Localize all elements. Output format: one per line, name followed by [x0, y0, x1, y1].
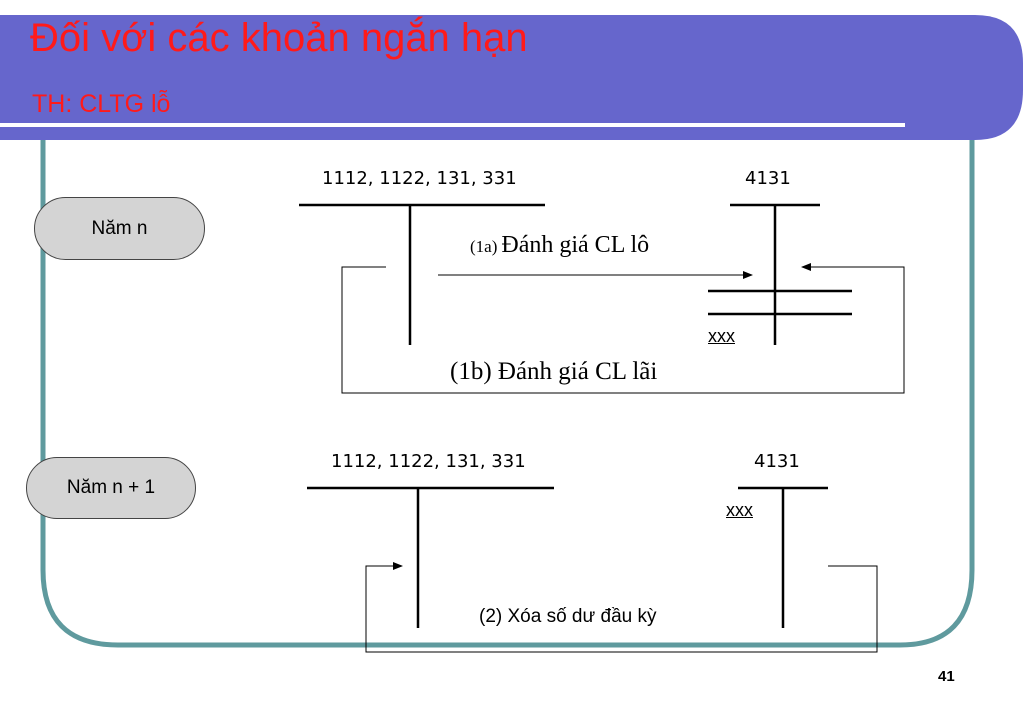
page-number: 41: [938, 668, 955, 685]
entry-2-label: (2) Xóa số dư đầu kỳ: [479, 606, 657, 627]
entry-1b-label: (1b) Đánh giá CL lãi: [450, 358, 658, 385]
account-label-left-n1: 1112, 1122, 131, 331: [331, 451, 526, 472]
loop-2: [365, 562, 878, 653]
account-label-left-n: 1112, 1122, 131, 331: [322, 168, 517, 189]
pill-year-n1: Năm n + 1: [26, 457, 196, 519]
account-label-right-n1: 4131: [754, 451, 800, 472]
t-account-left-n: [299, 203, 545, 345]
entry-1a-text: Đánh giá CL lô: [501, 232, 650, 258]
account-label-right-n: 4131: [745, 168, 791, 189]
slide-title: Đối với các khoản ngắn hạn: [30, 16, 528, 60]
title-banner: [0, 15, 1023, 140]
entry-1a-prefix: (1a): [470, 237, 498, 256]
t-account-left-n1: [307, 486, 554, 628]
loop-1b: [341, 263, 905, 394]
teal-frame: [40, 130, 975, 648]
balance-xxx-n: xxx: [708, 326, 735, 346]
balance-xxx-n1: xxx: [726, 500, 753, 520]
t-account-right-n1: [738, 486, 828, 628]
pill-year-n: Năm n: [34, 197, 205, 260]
slide-subtitle: TH: CLTG lỗ: [32, 90, 171, 118]
t-account-right-n: [708, 203, 852, 345]
entry-1a-label: (1a) Đánh giá CL lô: [470, 232, 649, 259]
